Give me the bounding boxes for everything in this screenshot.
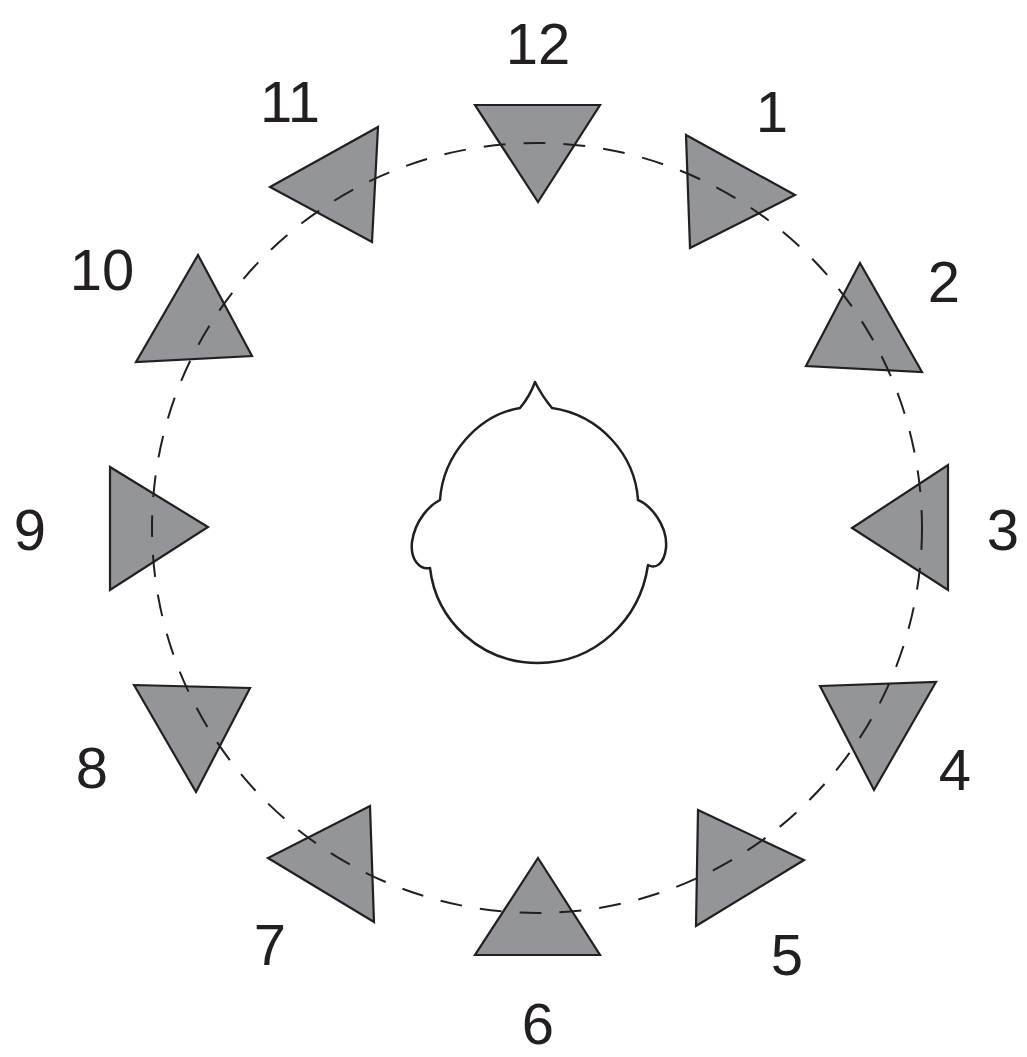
triangle-marker (110, 467, 208, 590)
triangle-marker (852, 465, 948, 590)
triangle-marker (136, 255, 252, 362)
position-number: 3 (987, 501, 1019, 559)
triangle-marker (806, 263, 922, 372)
triangle-markers (110, 105, 948, 955)
position-number: 8 (76, 739, 108, 797)
position-number: 2 (928, 253, 960, 311)
position-number: 12 (506, 15, 571, 73)
triangle-marker (696, 810, 804, 926)
triangle-marker (270, 127, 378, 242)
triangle-marker (820, 682, 936, 790)
head-outline (412, 382, 666, 663)
position-number: 1 (756, 83, 788, 141)
triangle-marker (268, 806, 374, 922)
position-number: 9 (14, 501, 46, 559)
position-number: 11 (260, 73, 320, 131)
dashed-circle (152, 143, 922, 913)
position-number: 5 (771, 926, 803, 984)
triangle-marker (686, 135, 795, 248)
position-number: 6 (522, 995, 554, 1053)
triangle-marker (134, 685, 250, 792)
position-number: 7 (254, 916, 286, 974)
triangle-marker (475, 105, 600, 202)
triangle-marker (475, 858, 600, 955)
position-number: 4 (939, 741, 971, 799)
position-number: 10 (70, 241, 135, 299)
